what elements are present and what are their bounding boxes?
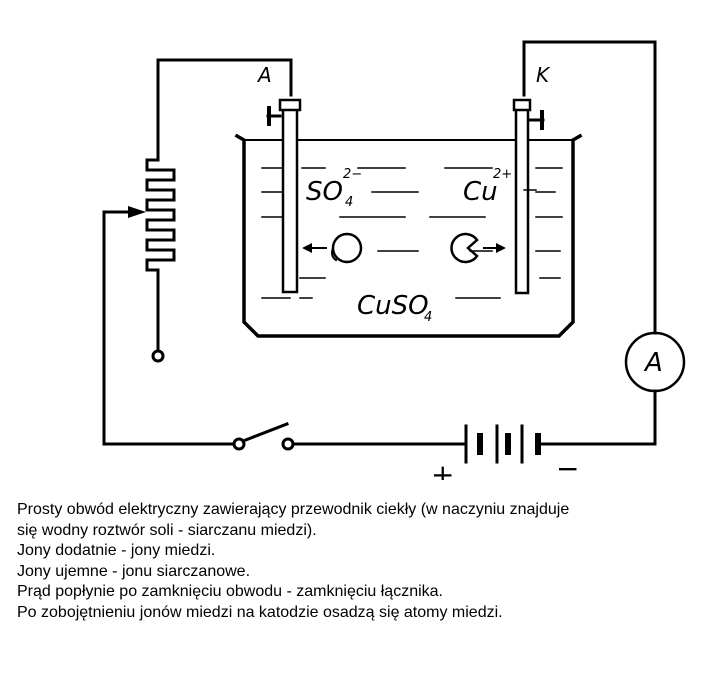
- solution-subscript: 4: [424, 310, 432, 325]
- ammeter-label: A: [643, 348, 663, 378]
- rheostat-slider: [102, 206, 146, 446]
- anode-label: A: [256, 63, 272, 87]
- sulfate-ion: [302, 232, 363, 264]
- caption-line: Jony ujemne - jonu siarczanowe.: [17, 562, 251, 580]
- switch: [102, 422, 468, 451]
- anode-electrode: [266, 98, 302, 294]
- switch-lever: [241, 422, 289, 443]
- electrolysis-circuit-diagram: A K SO 4 2− Cu 2+ CuSO 4 A + −: [102, 40, 686, 480]
- solution-label: CuSO: [357, 291, 429, 321]
- cathode-label: K: [536, 63, 551, 87]
- cation-charge: 2+: [493, 167, 512, 182]
- caption-line: Prosty obwód elektryczny zawierający prz…: [17, 501, 570, 518]
- cathode-electrode: [512, 98, 545, 295]
- caption-line: Po zobojętnieniu jonów miedzi na katodzi…: [17, 603, 503, 621]
- battery: [464, 424, 657, 464]
- cation-label: Cu: [463, 177, 498, 207]
- caption: Prosty obwód elektryczny zawierający prz…: [17, 500, 697, 623]
- caption-line: Prąd popłynie po zamknięciu obwodu - zam…: [17, 583, 443, 600]
- rheostat-terminal: [151, 349, 165, 363]
- anion-subscript: 4: [345, 195, 353, 210]
- battery-minus-sign: −: [556, 452, 579, 480]
- rheostat: [145, 58, 293, 363]
- battery-plus-sign: +: [431, 458, 454, 480]
- liquid-dashes: [261, 167, 563, 299]
- anion-charge: 2−: [343, 167, 362, 182]
- caption-line: się wodny roztwór soli - siarczanu miedz…: [17, 521, 317, 539]
- caption-line: Jony dodatnie - jony miedzi.: [17, 542, 216, 559]
- copper-ion: [450, 232, 506, 264]
- anion-label: SO: [306, 177, 343, 207]
